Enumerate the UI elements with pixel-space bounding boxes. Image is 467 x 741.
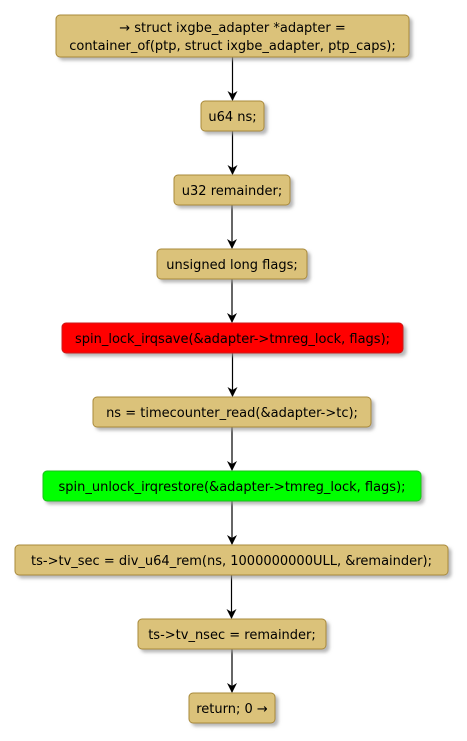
nodes: → struct ixgbe_adapter *adapter = contain… xyxy=(14,14,449,724)
flow-node-label: unsigned long flags; xyxy=(166,258,298,273)
flow-node-label: u64 ns; xyxy=(208,110,256,125)
flow-node-box xyxy=(188,692,276,724)
flow-node-box xyxy=(173,174,291,206)
flow-node-box xyxy=(14,544,449,576)
flow-node-n1: → struct ixgbe_adapter *adapter = contain… xyxy=(55,14,410,58)
flow-node-box xyxy=(42,470,422,502)
flow-node-n2: u64 ns; xyxy=(200,100,265,132)
flow-node-n5: spin_lock_irqsave(&adapter->tmreg_lock, … xyxy=(61,322,404,354)
flow-node-label: container_of(ptp, struct ixgbe_adapter, … xyxy=(69,39,396,54)
flow-node-box xyxy=(61,322,404,354)
edges xyxy=(226,57,238,693)
flow-node-label: u32 remainder; xyxy=(182,184,282,199)
flow-node-n4: unsigned long flags; xyxy=(156,248,308,280)
flow-node-label: ts->tv_sec = div_u64_rem(ns, 1000000000U… xyxy=(31,554,432,569)
flow-node-n8: ts->tv_sec = div_u64_rem(ns, 1000000000U… xyxy=(14,544,449,576)
flow-node-n6: ns = timecounter_read(&adapter->tc); xyxy=(92,396,372,428)
flow-node-box xyxy=(92,396,372,428)
flow-node-label: ns = timecounter_read(&adapter->tc); xyxy=(106,406,358,421)
flow-node-label: → struct ixgbe_adapter *adapter = xyxy=(119,21,346,36)
flow-node-label: spin_unlock_irqrestore(&adapter->tmreg_l… xyxy=(58,480,405,495)
flow-node-box xyxy=(156,248,308,280)
flow-node-label: ts->tv_nsec = remainder; xyxy=(148,628,316,643)
flow-node-box xyxy=(55,14,410,58)
flow-node-box xyxy=(137,618,327,650)
flow-node-label: spin_lock_irqsave(&adapter->tmreg_lock, … xyxy=(75,332,390,347)
flow-node-box xyxy=(200,100,265,132)
flow-node-n3: u32 remainder; xyxy=(173,174,291,206)
flow-node-label: return; 0 → xyxy=(196,702,268,717)
flow-node-n7: spin_unlock_irqrestore(&adapter->tmreg_l… xyxy=(42,470,422,502)
flow-node-n9: ts->tv_nsec = remainder; xyxy=(137,618,327,650)
flow-node-n10: return; 0 → xyxy=(188,692,276,724)
